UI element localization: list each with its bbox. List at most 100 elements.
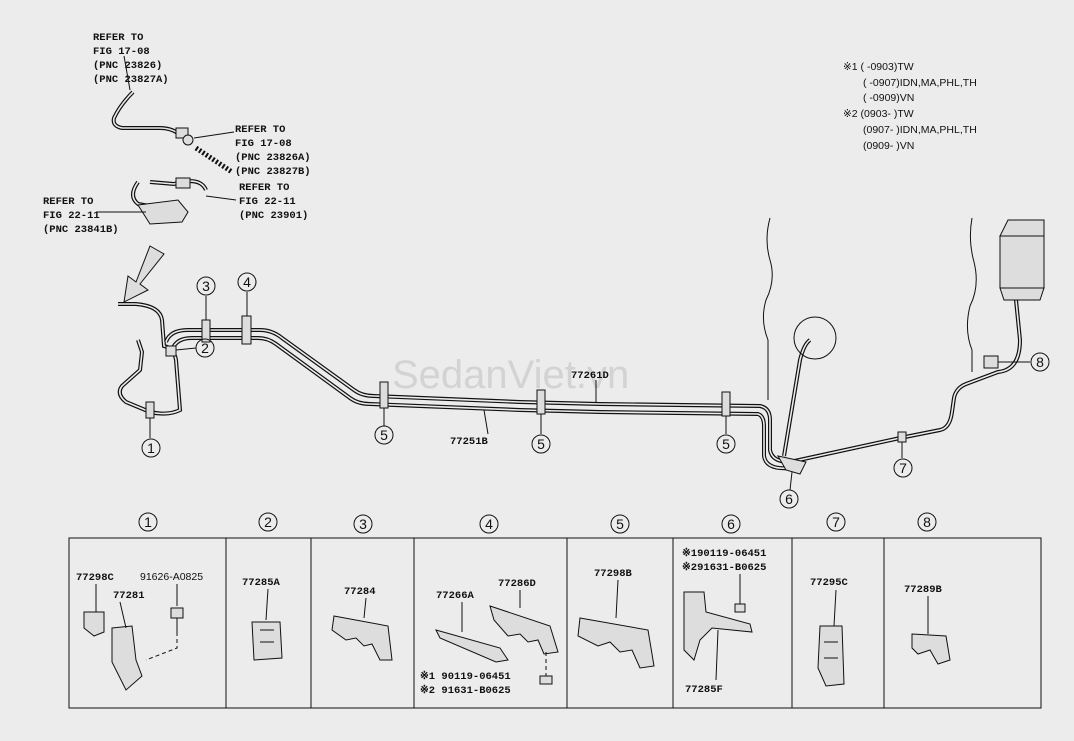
part-number: ※1 90119-06451 xyxy=(420,670,511,683)
callout-leaders xyxy=(149,292,1030,491)
panel-number-1: 1 xyxy=(138,512,158,532)
clamp-5a xyxy=(379,381,389,409)
reference-line: REFER TO xyxy=(239,182,289,194)
clamp-5b xyxy=(536,389,546,415)
panel-number-6: 6 xyxy=(721,514,741,534)
panel-number-2: 2 xyxy=(258,512,278,532)
svg-text:2: 2 xyxy=(201,340,209,356)
part-number: ※190119-06451 xyxy=(682,547,766,560)
svg-text:5: 5 xyxy=(537,436,545,452)
part-number: 77285A xyxy=(242,577,281,589)
panel-number-4: 4 xyxy=(479,514,499,534)
note-line: (0907- )IDN,MA,PHL,TH xyxy=(863,124,977,136)
svg-text:8: 8 xyxy=(923,514,931,530)
callout-1: 1 xyxy=(141,438,161,458)
reference-line: (PNC 23826A) xyxy=(235,152,311,164)
callout-4: 4 xyxy=(237,272,257,292)
reference-line: REFER TO xyxy=(43,196,93,208)
panel-2: 77285A xyxy=(242,577,283,661)
svg-text:3: 3 xyxy=(359,516,367,532)
svg-text:3: 3 xyxy=(202,278,210,294)
upper-left-components xyxy=(96,55,237,303)
part-number: 77281 xyxy=(113,590,145,602)
callout-7: 7 xyxy=(893,458,913,478)
panel-7: 77295C xyxy=(810,577,849,687)
part-number: 77295C xyxy=(810,577,849,589)
reference-line: REFER TO xyxy=(93,32,143,44)
panel-8: 77289B xyxy=(904,584,951,665)
reference-fig22-11-b: REFER TO FIG 22-11 (PNC 23841B) xyxy=(43,196,119,236)
reference-line: FIG 22-11 xyxy=(239,196,296,208)
part-number: 77298C xyxy=(76,572,115,584)
callout-5c: 5 xyxy=(716,434,736,454)
clamp-1 xyxy=(145,401,155,419)
svg-text:7: 7 xyxy=(899,460,907,476)
note-line: ( -0907)IDN,MA,PHL,TH xyxy=(863,77,977,89)
clamp-4 xyxy=(241,315,252,345)
callout-2: 2 xyxy=(195,338,215,358)
pipe-clamps xyxy=(145,315,999,443)
reference-line: FIG 17-08 xyxy=(235,138,292,150)
callout-8: 8 xyxy=(1030,352,1050,372)
svg-text:1: 1 xyxy=(147,440,155,456)
reference-line: (PNC 23901) xyxy=(239,210,308,222)
part-number: 77286D xyxy=(498,578,536,590)
part-number: 77285F xyxy=(685,684,723,696)
svg-text:4: 4 xyxy=(243,274,251,290)
callout-5b: 5 xyxy=(531,434,551,454)
part-number: 77284 xyxy=(344,586,376,598)
brake-pipe-assembly xyxy=(117,217,1045,475)
part-number: 77289B xyxy=(904,584,943,596)
reference-line: FIG 17-08 xyxy=(93,46,150,58)
watermark: SedanViet.vn xyxy=(392,353,629,397)
callout-3: 3 xyxy=(196,276,216,296)
reference-line: FIG 22-11 xyxy=(43,210,100,222)
svg-text:6: 6 xyxy=(727,516,735,532)
callout-5a: 5 xyxy=(374,425,394,445)
note-line: ( -0909)VN xyxy=(863,92,914,104)
clamp-8 xyxy=(983,355,999,369)
part-number: 91626-A0825 xyxy=(140,571,203,583)
pipe-label-77251b: 77251B xyxy=(450,436,489,448)
applicability-notes: ※1 ( -0903)TW ( -0907)IDN,MA,PHL,TH ( -0… xyxy=(843,61,977,152)
legend-panel-row: 1 2 3 4 5 6 7 8 77298C 77281 91626-A0825 xyxy=(68,512,1042,709)
part-number: ※2 91631-B0625 xyxy=(420,684,511,697)
panel-number-5: 5 xyxy=(610,514,630,534)
svg-text:4: 4 xyxy=(485,516,493,532)
panel-1: 77298C 77281 91626-A0825 xyxy=(76,571,203,691)
panel-3: 77284 xyxy=(331,586,393,661)
clamp-7 xyxy=(897,431,907,443)
part-number: ※291631-B0625 xyxy=(682,561,766,574)
part-number: 77298B xyxy=(594,568,633,580)
svg-text:2: 2 xyxy=(264,514,272,530)
reference-line: REFER TO xyxy=(235,124,285,136)
clamp-5c xyxy=(721,391,731,417)
part-number: 77266A xyxy=(436,590,475,602)
reference-line: (PNC 23841B) xyxy=(43,224,119,236)
panel-6: ※190119-06451 ※291631-B0625 77285F xyxy=(682,547,766,696)
panel-4: 77266A 77286D ※1 90119-06451 ※2 91631-B0… xyxy=(420,578,559,697)
pipe-label-77261d: 77261D xyxy=(571,370,609,382)
callout-markers: 1 2 3 4 5 5 5 6 7 8 xyxy=(141,272,1050,509)
svg-text:5: 5 xyxy=(616,516,624,532)
svg-text:7: 7 xyxy=(832,514,840,530)
reference-line: (PNC 23827B) xyxy=(235,166,311,178)
callout-6: 6 xyxy=(779,489,799,509)
svg-text:8: 8 xyxy=(1036,354,1044,370)
clamp-2 xyxy=(165,345,177,357)
note-line: ※2 (0903- )TW xyxy=(843,108,914,120)
panel-number-3: 3 xyxy=(353,514,373,534)
svg-text:5: 5 xyxy=(722,436,730,452)
reference-line: (PNC 23827A) xyxy=(93,74,169,86)
svg-text:6: 6 xyxy=(785,491,793,507)
svg-text:5: 5 xyxy=(380,427,388,443)
reference-fig17-08-a: REFER TO FIG 17-08 (PNC 23826) (PNC 2382… xyxy=(93,32,169,86)
note-line: (0909- )VN xyxy=(863,140,914,152)
svg-text:1: 1 xyxy=(144,514,152,530)
panel-number-8: 8 xyxy=(917,512,937,532)
panel-5: 77298B xyxy=(577,568,655,669)
reference-fig17-08-b: REFER TO FIG 17-08 (PNC 23826A) (PNC 238… xyxy=(235,124,311,178)
panel-number-7: 7 xyxy=(826,512,846,532)
reference-fig22-11-a: REFER TO FIG 22-11 (PNC 23901) xyxy=(239,182,308,222)
